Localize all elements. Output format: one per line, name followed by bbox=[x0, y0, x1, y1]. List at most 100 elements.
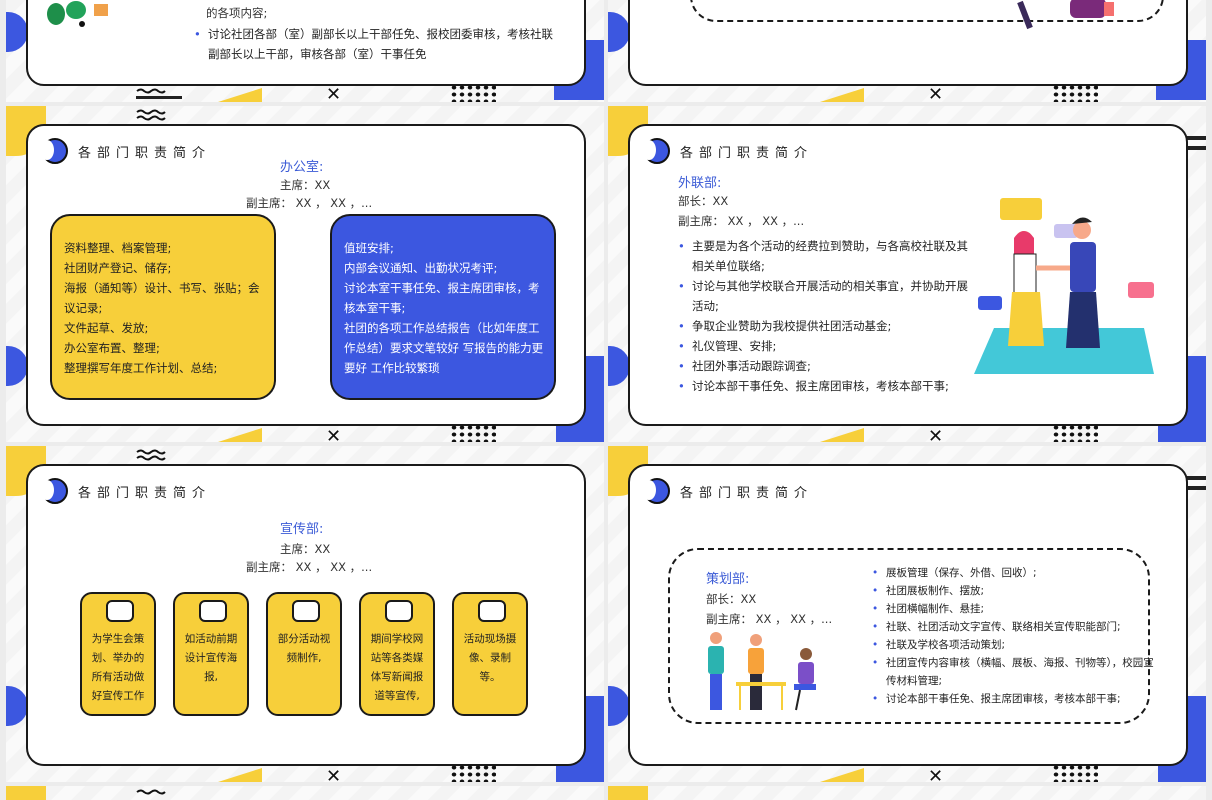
header-circle-icon bbox=[40, 138, 68, 164]
bullet-item: 礼仪管理、安排; bbox=[678, 336, 968, 356]
yellow-flag bbox=[820, 768, 864, 782]
x-mark: ✕ bbox=[928, 84, 944, 103]
duty-text: 期间学校网站等各类媒体写新闻报道等宣传, bbox=[370, 633, 424, 702]
slide-7-edge bbox=[6, 786, 604, 800]
section-header: 各部门职责简介 bbox=[78, 486, 212, 501]
card-tag-icon bbox=[292, 600, 320, 622]
office-duty: 文件起草、发放; bbox=[64, 321, 149, 335]
bullet-item: 社团宣传内容审核（横幅、展板、海报、刊物等），校园宣传材料管理; bbox=[872, 654, 1162, 690]
x-mark: ✕ bbox=[326, 426, 342, 443]
bullet-item: 社团展板制作、摆放; bbox=[872, 582, 1162, 600]
content-card: 各部门职责简介 办公室: 主席：XX 副主席： XX ， XX ，... 资料整… bbox=[26, 124, 586, 426]
office-blue-box: 值班安排; 内部会议通知、出勤状况考评; 讨论本室干事任免、报主席团审核，考核本… bbox=[330, 214, 556, 400]
yellow-flag bbox=[218, 88, 262, 102]
office-yellow-box: 资料整理、档案管理; 社团财产登记、储存; 海报（通知等）设计、书写、张贴；会议… bbox=[50, 214, 276, 400]
office-duty: 社团财产登记、储存; bbox=[64, 261, 172, 275]
section-header: 各部门职责简介 bbox=[680, 486, 814, 501]
dots-decoration bbox=[450, 84, 496, 102]
illustration-plant bbox=[42, 0, 112, 30]
dots-decoration bbox=[450, 424, 496, 442]
card-tag-icon bbox=[106, 600, 134, 622]
office-duty: 内部会议通知、出勤状况考评; bbox=[344, 261, 498, 275]
content-card: 各部门职责简介 外联部: 部长：XX 副主席： XX ， XX ，... 主要是… bbox=[628, 124, 1188, 426]
bullet-item: 讨论社团各部（室）副部长以上干部任免、报校团委审核，考核社联副部长以上干部，审核… bbox=[194, 24, 564, 64]
header-circle-icon bbox=[40, 478, 68, 504]
office-duty: 值班安排; bbox=[344, 241, 394, 255]
handshake-illustration bbox=[974, 198, 1154, 374]
office-duty: 资料整理、档案管理; bbox=[64, 241, 172, 255]
section-header: 各部门职责简介 bbox=[680, 146, 814, 161]
content-card: 的各项内容; 讨论社团各部（室）副部长以上干部任免、报校团委审核，考核社联副部长… bbox=[26, 0, 586, 86]
bullet-item: 讨论本部干事任免、报主席团审核，考核本部干事; bbox=[872, 690, 1162, 708]
card-tag-icon bbox=[478, 600, 506, 622]
yellow-flag bbox=[218, 768, 262, 782]
vice-line: 副主席： XX ， XX ，... bbox=[246, 196, 373, 210]
card-tag-icon bbox=[385, 600, 413, 622]
stripe bbox=[1182, 476, 1206, 480]
bullet-item: 展板管理（保存、外借、回收）; bbox=[872, 564, 1162, 582]
yellow-flag bbox=[218, 428, 262, 442]
duty-card: 如活动前期设计宣传海报, bbox=[173, 592, 249, 716]
wave-decoration bbox=[136, 789, 166, 795]
meeting-illustration bbox=[708, 632, 816, 711]
duty-text: 部分活动视频制作, bbox=[277, 633, 331, 664]
x-mark: ✕ bbox=[326, 84, 342, 103]
slide-2: ✕ bbox=[608, 0, 1206, 102]
vice-line: 副主席： XX ， XX ，... bbox=[246, 560, 373, 574]
stripe bbox=[136, 96, 182, 99]
bullet-item: 社联及学校各项活动策划; bbox=[872, 636, 1162, 654]
vice-line: 副主席： XX ， XX ，... bbox=[706, 612, 833, 626]
bullet-item: 讨论与其他学校联合开展活动的相关事宜，并协助开展活动; bbox=[678, 276, 968, 316]
slide-3: 各部门职责简介 办公室: 主席：XX 副主席： XX ， XX ，... 资料整… bbox=[6, 106, 604, 442]
blue-blob bbox=[6, 346, 28, 386]
x-mark: ✕ bbox=[928, 766, 944, 783]
stripe bbox=[1182, 146, 1206, 150]
wave-decoration bbox=[136, 449, 166, 461]
header-circle-icon bbox=[642, 478, 670, 504]
bullet-list: 展板管理（保存、外借、回收）; 社团展板制作、摆放; 社团横幅制作、悬挂; 社联… bbox=[872, 564, 1162, 708]
blue-blob bbox=[6, 686, 28, 726]
duty-text: 活动现场摄像、录制等。 bbox=[463, 633, 517, 683]
illustration-people bbox=[1000, 0, 1130, 32]
slide-8-edge bbox=[608, 786, 1206, 800]
header-circle-icon bbox=[642, 138, 670, 164]
bullet-list: 主要是为各个活动的经费拉到赞助，与各高校社联及其相关单位联络; 讨论与其他学校联… bbox=[678, 236, 968, 396]
bullet-item: 争取企业赞助为我校提供社团活动基金; bbox=[678, 316, 968, 336]
slide-5: 各部门职责简介 宣传部: 主席：XX 副主席： XX ， XX ，... 为学生… bbox=[6, 446, 604, 782]
blue-blob bbox=[608, 686, 630, 726]
duty-text: 为学生会策划、举办的所有活动做好宣传工作 bbox=[91, 633, 145, 702]
office-duty: 整理撰写年度工作计划、总结; bbox=[64, 361, 218, 375]
office-title: 办公室: bbox=[280, 160, 324, 175]
office-duty: 海报（通知等）设计、书写、张贴；会议记录; bbox=[64, 281, 260, 315]
yellow-flag bbox=[820, 428, 864, 442]
duty-card: 期间学校网站等各类媒体写新闻报道等宣传, bbox=[359, 592, 435, 716]
bullet-item: 社团外事活动跟踪调查; bbox=[678, 356, 968, 376]
office-duty: 讨论本室干事任免、报主席团审核，考核本室干事; bbox=[344, 281, 540, 315]
dots-decoration bbox=[1052, 84, 1098, 102]
bullet-list: 讨论社团各部（室）副部长以上干部任免、报校团委审核，考核社联副部长以上干部，审核… bbox=[194, 24, 564, 64]
head-line: 部长：XX bbox=[706, 592, 757, 606]
head-line: 部长：XX bbox=[678, 194, 729, 208]
office-duty: 办公室布置、整理; bbox=[64, 341, 160, 355]
stripe bbox=[1182, 486, 1206, 490]
chair-line: 主席：XX bbox=[280, 178, 331, 192]
wave-decoration bbox=[136, 109, 166, 121]
blue-blob bbox=[6, 12, 28, 52]
wave-decoration bbox=[136, 88, 166, 94]
blue-blob bbox=[608, 346, 630, 386]
bullet-item: 主要是为各个活动的经费拉到赞助，与各高校社联及其相关单位联络; bbox=[678, 236, 968, 276]
dots-decoration bbox=[450, 764, 496, 782]
bullet-item: 讨论本部干事任免、报主席团审核，考核本部干事; bbox=[678, 376, 968, 396]
duty-card: 为学生会策划、举办的所有活动做好宣传工作 bbox=[80, 592, 156, 716]
chair-line: 主席：XX bbox=[280, 542, 331, 556]
duty-card: 部分活动视频制作, bbox=[266, 592, 342, 716]
dept-title: 外联部: bbox=[678, 176, 722, 191]
dept-title: 策划部: bbox=[706, 572, 750, 587]
yellow-flag bbox=[820, 88, 864, 102]
x-mark: ✕ bbox=[928, 426, 944, 443]
stripe bbox=[1182, 136, 1206, 140]
content-card: 各部门职责简介 策划部: 部长：XX 副主席： XX ， XX ，... 展板管… bbox=[628, 464, 1188, 766]
vice-line: 副主席： XX ， XX ，... bbox=[678, 214, 805, 228]
dots-decoration bbox=[1052, 764, 1098, 782]
section-header: 各部门职责简介 bbox=[78, 146, 212, 161]
